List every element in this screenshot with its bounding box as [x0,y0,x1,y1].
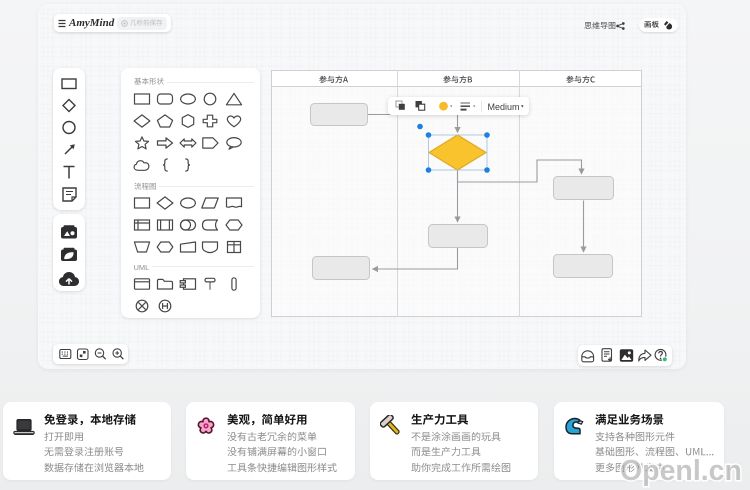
svg-text:Openl.cn: Openl.cn [620,455,742,487]
